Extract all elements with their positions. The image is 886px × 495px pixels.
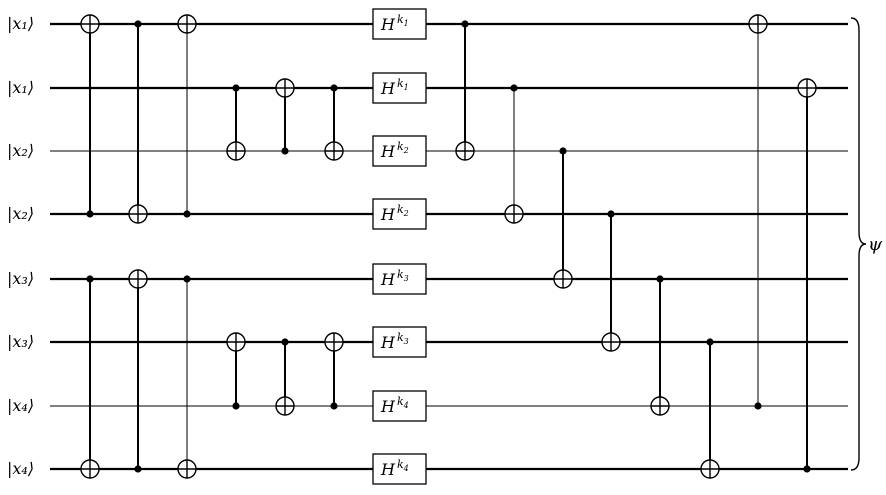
control-dot <box>134 20 142 28</box>
gate-subscript: 1 <box>404 19 409 28</box>
output-label: ψ <box>868 234 883 255</box>
gate-subscript: 2 <box>403 146 409 155</box>
gate-exponent: k <box>397 395 404 408</box>
control-dot <box>232 84 240 92</box>
control-dot <box>330 84 338 92</box>
control-dot <box>183 210 191 218</box>
control-dot <box>754 402 762 410</box>
gate-base: H <box>380 460 396 479</box>
hadamard-gate <box>372 390 427 422</box>
hadamard-gate <box>372 453 427 485</box>
gate-subscript: 4 <box>403 464 409 473</box>
wires-layer <box>50 22 848 471</box>
control-dot <box>183 275 191 283</box>
gate-base: H <box>380 79 396 98</box>
gate-subscript: 4 <box>403 401 409 410</box>
control-dot <box>281 147 289 155</box>
gate-exponent: k <box>397 203 404 216</box>
control-dot <box>510 84 518 92</box>
gate-exponent: k <box>397 140 404 153</box>
wire-label: |x₃⟩ <box>7 332 34 351</box>
wire-label: |x₃⟩ <box>7 269 34 288</box>
control-dot <box>656 275 664 283</box>
wire-label: |x₁⟩ <box>7 78 34 97</box>
wire-label: |x₂⟩ <box>7 204 34 223</box>
hadamard-gate <box>372 8 427 40</box>
gate-base: H <box>380 333 396 352</box>
wire-label: |x₄⟩ <box>7 459 34 478</box>
control-dot <box>706 338 714 346</box>
control-dot <box>86 210 94 218</box>
control-dot <box>281 338 289 346</box>
wire-label: |x₁⟩ <box>7 14 34 33</box>
gate-base: H <box>380 270 396 289</box>
gate-exponent: k <box>397 77 404 90</box>
gate-subscript: 2 <box>403 209 409 218</box>
gate-exponent: k <box>397 331 404 344</box>
gate-exponent: k <box>397 13 404 26</box>
control-dot <box>559 147 567 155</box>
hadamard-gate <box>372 263 427 295</box>
output-brace-path <box>850 17 867 471</box>
hadamard-gate <box>372 198 427 230</box>
hadamard-gate <box>372 135 427 167</box>
gate-subscript: 3 <box>404 274 409 283</box>
gate-subscript: 1 <box>404 83 409 92</box>
output-brace: ψ <box>850 17 883 471</box>
control-dot <box>461 20 469 28</box>
gate-base: H <box>380 397 396 416</box>
wire-label: |x₄⟩ <box>7 396 34 415</box>
control-dot <box>330 402 338 410</box>
control-dot <box>134 465 142 473</box>
gate-base: H <box>380 205 396 224</box>
wire-labels-layer: |x₁⟩ |x₁⟩ |x₂⟩ |x₂⟩ |x₃⟩ |x₃⟩ |x₄⟩ |x₄⟩ <box>7 14 34 478</box>
gate-base: H <box>380 15 396 34</box>
hadamard-gate <box>372 326 427 358</box>
cnot-lines-layer <box>89 15 808 478</box>
wire-label: |x₂⟩ <box>7 141 34 160</box>
gate-subscript: 3 <box>404 337 409 346</box>
control-dot <box>803 465 811 473</box>
gate-exponent: k <box>397 268 404 281</box>
control-dot <box>607 210 615 218</box>
gate-exponent: k <box>397 458 404 471</box>
hadamard-gate <box>372 72 427 104</box>
control-dot <box>232 402 240 410</box>
control-dot <box>86 275 94 283</box>
gate-base: H <box>380 142 396 161</box>
